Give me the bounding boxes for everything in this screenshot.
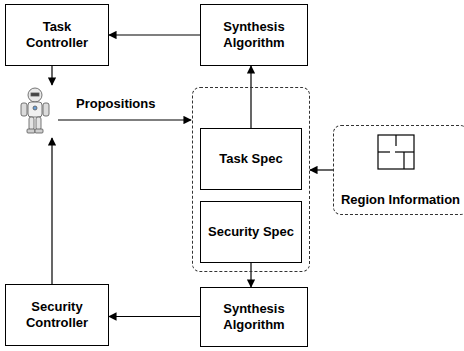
region-box: Region Information bbox=[333, 125, 464, 215]
connector-arrow bbox=[109, 316, 200, 317]
command-arrow bbox=[51, 138, 52, 285]
spec-group: Task SpecSecurity Spec bbox=[192, 87, 310, 272]
spec-box: Task Spec bbox=[200, 128, 302, 190]
node-text: Synthesis Algorithm bbox=[201, 19, 307, 51]
robot-figure bbox=[21, 88, 49, 133]
connector-arrow bbox=[109, 34, 200, 35]
algorithm-box: Synthesis Algorithm bbox=[200, 4, 308, 66]
node-text: Security Spec bbox=[204, 224, 298, 240]
controller-box: Task Controller bbox=[5, 4, 109, 66]
connector-arrow bbox=[250, 66, 251, 128]
floor-plan-icon bbox=[378, 135, 414, 169]
node-text: Synthesis Algorithm bbox=[201, 301, 307, 333]
spec-box: Security Spec bbox=[200, 201, 302, 263]
arrow-label: Propositions bbox=[74, 96, 157, 111]
node-text: Task Spec bbox=[215, 151, 286, 167]
controller-box: Security Controller bbox=[5, 284, 109, 346]
connector-arrow bbox=[250, 263, 251, 287]
command-arrow bbox=[51, 66, 52, 85]
node-text: Security Controller bbox=[6, 299, 108, 331]
connector-arrow bbox=[310, 169, 333, 170]
propositions-arrow bbox=[58, 119, 191, 120]
algorithm-box: Synthesis Algorithm bbox=[200, 287, 308, 347]
node-text: Region Information bbox=[337, 192, 464, 208]
node-text: Task Controller bbox=[6, 19, 108, 51]
